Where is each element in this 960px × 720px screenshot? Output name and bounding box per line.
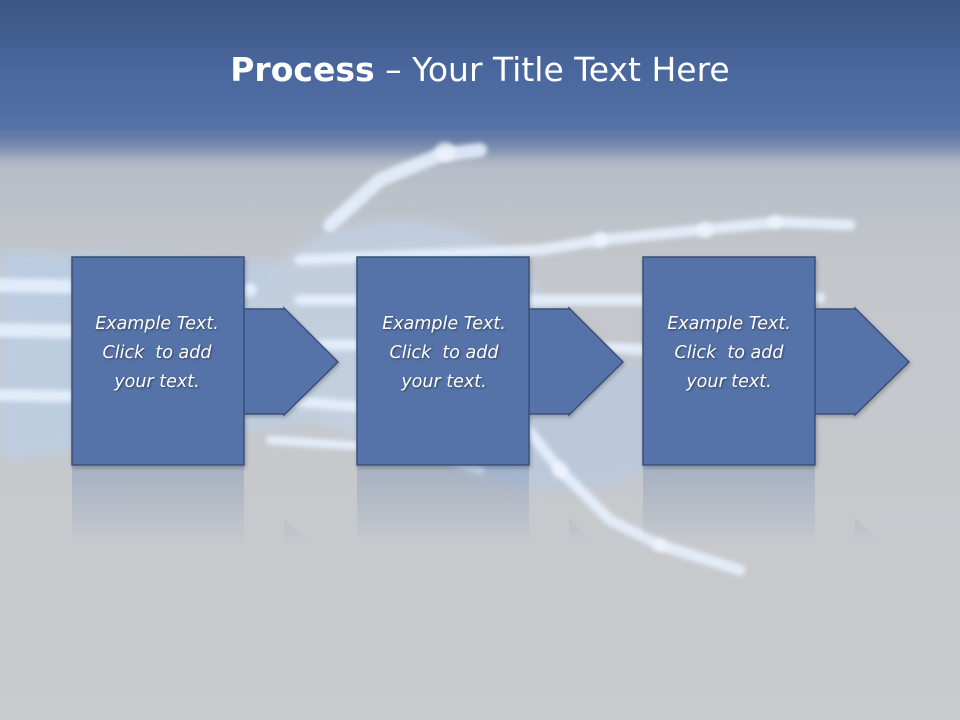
title-rest: – Your Title Text Here (374, 50, 730, 89)
step-1-reflection (72, 466, 338, 675)
step-2-line-3: your text. (401, 372, 487, 392)
step-3-text[interactable]: Example Text. Click to add your text. (644, 310, 814, 397)
step-3-line-1: Example Text. (667, 314, 791, 334)
step-3-shape[interactable] (642, 256, 911, 466)
step-1-shape[interactable] (71, 256, 340, 466)
step-2-line-2: Click to add (389, 343, 499, 363)
header-fade (0, 118, 960, 168)
step-3-reflection (643, 466, 909, 675)
step-1-text[interactable]: Example Text. Click to add your text. (72, 310, 242, 397)
step-2-shape[interactable] (356, 256, 625, 466)
slide-title[interactable]: Process – Your Title Text Here (0, 50, 960, 89)
title-strong: Process (230, 50, 375, 89)
step-2-line-1: Example Text. (382, 314, 506, 334)
step-1-line-3: your text. (114, 372, 200, 392)
step-3-line-3: your text. (686, 372, 772, 392)
step-2-text[interactable]: Example Text. Click to add your text. (359, 310, 529, 397)
step-1-line-2: Click to add (102, 343, 212, 363)
step-1-line-1: Example Text. (95, 314, 219, 334)
step-3-line-2: Click to add (674, 343, 784, 363)
header-band (0, 0, 960, 130)
step-2-reflection (357, 466, 623, 675)
